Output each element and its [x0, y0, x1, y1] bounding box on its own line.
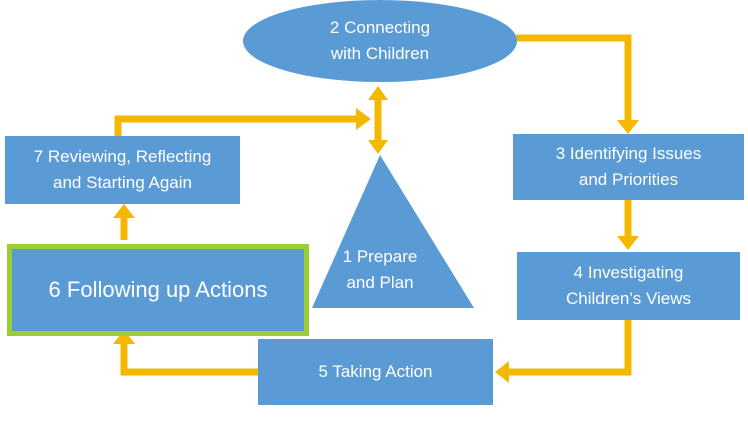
- node-prepare-shape: [312, 155, 474, 308]
- arrowhead-identifying: [617, 120, 639, 134]
- node-connecting: 2 Connecting with Children: [243, 0, 517, 82]
- arrow-reviewing-to-center: [114, 115, 358, 136]
- node-reviewing-label: 7 Reviewing, Reflecting and Starting Aga…: [33, 147, 212, 192]
- node-taking-action-label: 5 Taking Action: [318, 362, 433, 381]
- arrow-investigating-to-taking-action: [507, 318, 632, 376]
- arrowhead-investigating: [617, 236, 639, 250]
- node-following-up-label: 6 Following up Actions: [48, 277, 268, 302]
- node-investigating-label: 4 Investigating Children’s Views: [565, 263, 692, 308]
- arrowhead-taking-action: [495, 361, 509, 383]
- arrowhead-center-right: [356, 108, 371, 130]
- node-identifying-label: 3 Identifying Issues and Priorities: [555, 144, 702, 189]
- node-investigating: 4 Investigating Children’s Views: [517, 252, 740, 320]
- node-following-up: 6 Following up Actions: [7, 244, 309, 336]
- node-reviewing: 7 Reviewing, Reflecting and Starting Aga…: [5, 136, 240, 204]
- node-prepare-label: 1 Prepare and Plan: [342, 247, 418, 292]
- arrow-taking-action-to-following-up: [120, 342, 260, 376]
- node-identifying: 3 Identifying Issues and Priorities: [513, 134, 744, 200]
- arrowhead-following-up: [113, 330, 135, 344]
- node-taking-action: 5 Taking Action: [258, 339, 493, 405]
- arrow-connecting-to-identifying: [516, 34, 632, 122]
- node-connecting-label: 2 Connecting with Children: [329, 18, 431, 63]
- arrowhead-center-up: [368, 86, 388, 100]
- arrowhead-reviewing: [113, 204, 135, 218]
- arrowhead-center-down: [368, 140, 388, 154]
